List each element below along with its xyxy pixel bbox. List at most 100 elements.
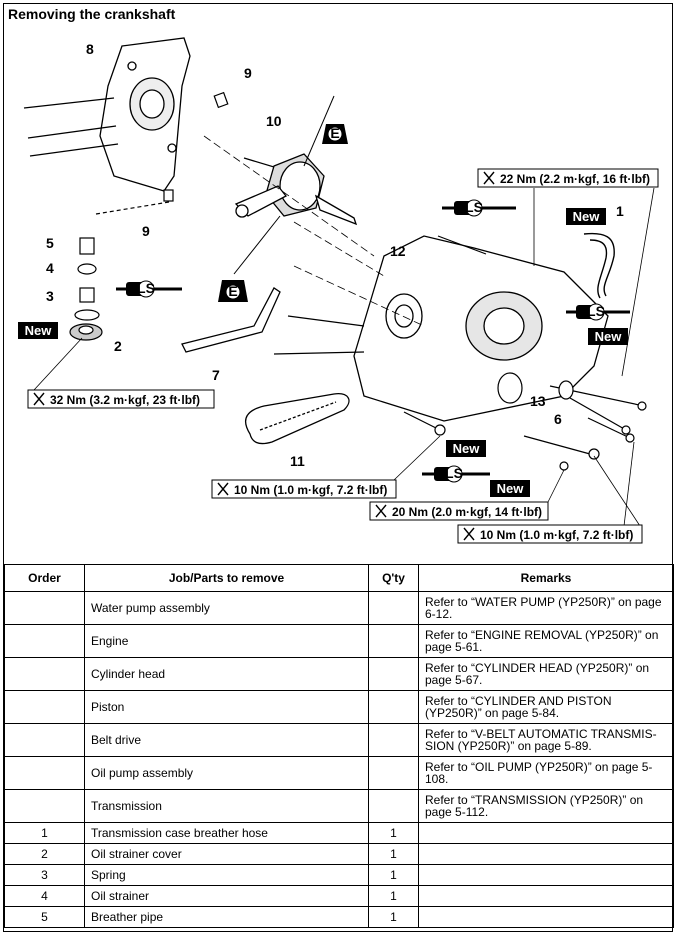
part-number-2: 2 — [114, 338, 122, 354]
oil-label-upper: E — [330, 125, 339, 141]
table-row: Belt drive Refer to “V-BELT AUTOMATIC TR… — [4, 723, 674, 757]
part-number-labels: 1 2 3 4 5 6 7 8 9 9 10 11 12 13 — [46, 41, 624, 469]
part-cell: Oil strainer cover — [84, 843, 369, 865]
diagram-svg: E E — [18, 37, 659, 544]
part-number-5: 5 — [46, 235, 54, 251]
page-frame — [3, 3, 673, 932]
remarks-cell: Refer to “WATER PUMP (YP250R)” on page 6… — [418, 591, 674, 625]
table-row: 4 Oil strainer 1 — [4, 885, 674, 907]
torque-value-3: 10 Nm (1.0 m·kgf, 7.2 ft·lbf) — [234, 483, 387, 497]
table-row: Oil pump assembly Refer to “OIL PUMP (YP… — [4, 756, 674, 790]
part-number-4: 4 — [46, 260, 54, 276]
breather-hose — [583, 232, 615, 299]
qty-cell: 1 — [368, 906, 419, 928]
qty-cell — [368, 591, 419, 625]
qty-cell: 1 — [368, 885, 419, 907]
order-cell — [4, 690, 85, 724]
table-row: 5 Breather pipe 1 — [4, 906, 674, 928]
part-number-12: 12 — [390, 243, 406, 259]
engine-oil-icon-lower: E — [218, 215, 281, 302]
order-cell — [4, 756, 85, 790]
torque-value-2: 32 Nm (3.2 m·kgf, 23 ft·lbf) — [50, 393, 200, 407]
part-cell: Engine — [84, 624, 369, 658]
table-row: Water pump assembly Refer to “WATER PUMP… — [4, 591, 674, 625]
timing-chain — [245, 393, 350, 445]
part-number-10: 10 — [266, 113, 282, 129]
oil-seal — [497, 372, 574, 404]
part-cell: Oil pump assembly — [84, 756, 369, 790]
table-row: Transmission Refer to “TRANSMISSION (YP2… — [4, 789, 674, 823]
breather-pipe — [181, 287, 281, 353]
order-cell: 1 — [4, 822, 85, 844]
torque-value-1: 22 Nm (2.2 m·kgf, 16 ft·lbf) — [500, 172, 650, 186]
torque-callout-1: 22 Nm (2.2 m·kgf, 16 ft·lbf) — [477, 168, 659, 377]
svg-text:New: New — [453, 441, 481, 456]
part-cell: Oil strainer — [84, 885, 369, 907]
right-bolts — [273, 235, 647, 471]
torque-value-5: 10 Nm (1.0 m·kgf, 7.2 ft·lbf) — [480, 528, 633, 542]
remarks-cell: Refer to “V-BELT AUTOMATIC TRANSMIS-SION… — [418, 723, 674, 757]
oil-label-lower: E — [228, 283, 237, 299]
bolt-9-lower — [95, 189, 174, 215]
qty-cell — [368, 690, 419, 724]
torque-callout-3: 10 Nm (1.0 m·kgf, 7.2 ft·lbf) — [211, 435, 441, 499]
lube-icon-3: LS — [566, 303, 630, 321]
table-row: 1 Transmission case breather hose 1 — [4, 822, 674, 844]
qty-cell — [368, 657, 419, 691]
lube-icon-1: LS — [442, 199, 516, 217]
part-cell: Transmission case breather hose — [84, 822, 369, 844]
svg-text:New: New — [497, 481, 525, 496]
engine-oil-icon-upper: E — [303, 95, 348, 167]
lube-label-3: LS — [587, 303, 605, 319]
lube-label-4: LS — [445, 465, 463, 481]
remarks-cell: Refer to “OIL PUMP (YP250R)” on page 5-1… — [418, 756, 674, 790]
bolt-9-upper — [213, 91, 229, 109]
torque-callout-2: 32 Nm (3.2 m·kgf, 23 ft·lbf) — [27, 337, 215, 409]
lube-icon-2: LS — [116, 280, 182, 298]
remarks-cell: Refer to “CYLINDER HEAD (YP250R)” on pag… — [418, 657, 674, 691]
new-badge-3: New — [588, 328, 628, 345]
crankshaft — [234, 153, 358, 226]
part-cell: Cylinder head — [84, 657, 369, 691]
alignment-lines — [203, 135, 425, 327]
lube-label-2: LS — [137, 280, 155, 296]
remarks-cell — [418, 843, 674, 865]
table-row: Engine Refer to “ENGINE REMOVAL (YP250R)… — [4, 624, 674, 658]
remarks-cell — [418, 906, 674, 928]
header-order: Order — [4, 564, 85, 592]
new-badge-2: New — [18, 322, 58, 339]
remarks-cell: Refer to “TRANSMISSION (YP250R)” on page… — [418, 789, 674, 823]
parts-table: Order Job/Parts to remove Q'ty Remarks W… — [4, 564, 674, 928]
part-number-9a: 9 — [244, 65, 252, 81]
remarks-cell — [418, 885, 674, 907]
table-row: 3 Spring 1 — [4, 864, 674, 886]
header-remarks: Remarks — [418, 564, 674, 592]
order-cell — [4, 657, 85, 691]
table-row: Cylinder head Refer to “CYLINDER HEAD (Y… — [4, 657, 674, 691]
exploded-diagram: E E — [4, 26, 672, 564]
order-cell — [4, 624, 85, 658]
part-cell: Piston — [84, 690, 369, 724]
part-cell: Water pump assembly — [84, 591, 369, 625]
order-cell — [4, 591, 85, 625]
remarks-cell — [418, 822, 674, 844]
left-crankcase — [23, 37, 191, 192]
order-cell: 2 — [4, 843, 85, 865]
torque-callout-5: 10 Nm (1.0 m·kgf, 7.2 ft·lbf) — [457, 441, 643, 544]
part-cell: Spring — [84, 864, 369, 886]
lube-icon-4: LS — [422, 465, 490, 483]
oil-strainer-stack — [69, 237, 103, 341]
part-number-1: 1 — [616, 203, 624, 219]
header-qty: Q'ty — [368, 564, 419, 592]
part-cell: Belt drive — [84, 723, 369, 757]
svg-text:New: New — [25, 323, 53, 338]
torque-callout-4: 20 Nm (2.0 m·kgf, 14 ft·lbf) — [369, 469, 565, 521]
remarks-cell: Refer to “ENGINE REMOVAL (YP250R)” on pa… — [418, 624, 674, 658]
remarks-cell: Refer to “CYLINDER AND PISTON (YP250R)” … — [418, 690, 674, 724]
right-crankcase — [353, 235, 609, 422]
svg-text:New: New — [573, 209, 601, 224]
qty-cell: 1 — [368, 864, 419, 886]
new-badge-5: New — [490, 480, 530, 497]
part-number-3: 3 — [46, 288, 54, 304]
